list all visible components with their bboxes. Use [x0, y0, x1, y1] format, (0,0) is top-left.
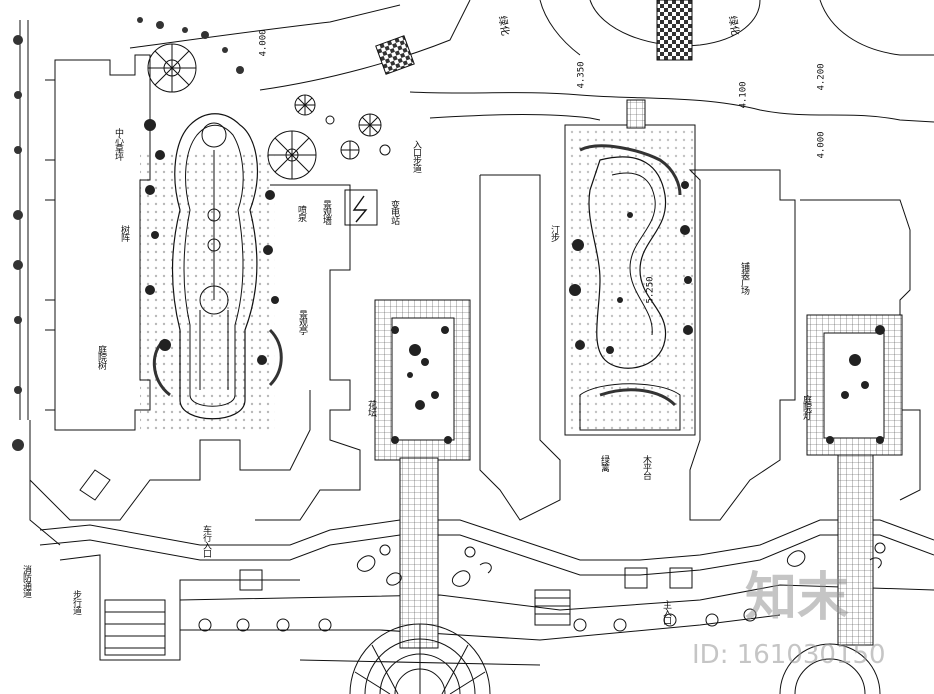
label-central-lawn: 中心草坪	[113, 128, 123, 160]
building-far-right	[800, 199, 921, 501]
top-road-edge	[129, 4, 401, 49]
walk-lower	[179, 584, 934, 611]
lawn-blob-1	[589, 0, 761, 47]
top-center-plants	[294, 94, 391, 160]
label-deck: 木平台	[641, 455, 651, 479]
label-plaza-paving: 铺装广场	[739, 262, 749, 294]
center-court-trees	[391, 326, 452, 444]
watermark-logo: 知末	[745, 568, 850, 628]
top-left-shrub-cluster	[137, 17, 244, 74]
promenade-edge-3	[59, 554, 300, 661]
promenade-edge-top	[39, 519, 934, 561]
right-center-court-shrubs	[569, 181, 693, 354]
building-middle	[255, 184, 361, 521]
label-greenbelt-a: 绿化	[495, 15, 511, 37]
watermark-id: ID: 161030150	[692, 640, 886, 670]
promenade-edge-2	[39, 534, 934, 576]
label-hedge: 绿篱	[599, 455, 609, 471]
site-boundary-left	[19, 20, 29, 420]
substation-box	[344, 189, 378, 226]
mid-road-curve-2	[429, 114, 601, 121]
boundary-trees	[12, 35, 24, 451]
building-left-lower	[29, 390, 311, 521]
label-greenbelt-b: 绿化	[725, 15, 741, 37]
walk-lower-2	[180, 614, 781, 641]
lower-lamps	[198, 542, 886, 632]
stair-blocks	[104, 567, 693, 656]
building-left-lower-2	[79, 469, 111, 501]
building-right	[688, 169, 796, 521]
label-flower-bed: 花坛	[366, 400, 376, 416]
label-fountain: 喷泉	[296, 205, 306, 221]
left-courtyard	[140, 113, 283, 430]
level-marker-4: 4.100	[738, 81, 749, 109]
label-pavilion: 景观亭	[297, 310, 307, 334]
lawn-blob-3	[539, 0, 581, 56]
level-marker-5: 4.000	[816, 131, 827, 159]
building-left	[54, 54, 151, 431]
label-entrance-walk: 入口步道	[411, 140, 421, 172]
label-scenic-wall: 景观墙	[321, 200, 331, 224]
label-vehicle-entry: 车行入口	[201, 525, 211, 557]
label-lamp: 庭院灯	[801, 395, 811, 419]
label-stone-path: 汀步	[549, 225, 559, 241]
right-center-courtyard	[564, 124, 696, 436]
level-marker-3: 4.200	[816, 63, 827, 91]
center-courtyard	[374, 299, 471, 649]
lower-plaza	[349, 623, 881, 694]
level-marker-6: 5.250	[645, 276, 656, 304]
label-road-b: 步行道	[71, 590, 81, 614]
right-court-trees	[826, 325, 885, 444]
top-road-edge-2	[259, 0, 471, 91]
left-court-shrubs	[144, 119, 279, 365]
lawn-blob-2	[819, 0, 934, 56]
ornament-flowers	[356, 550, 882, 587]
building-mid-right	[479, 174, 561, 521]
label-tree-array: 树阵	[119, 225, 129, 241]
level-marker-2: 4.350	[576, 61, 587, 89]
top-walkway	[375, 0, 693, 75]
building-left-inner	[45, 79, 56, 411]
label-road-a: 消防通道	[21, 565, 31, 597]
mid-road-curve	[409, 91, 934, 123]
right-center-court-entry	[626, 99, 646, 129]
level-marker-1: 4.000	[258, 29, 269, 57]
left-court-round-features	[147, 43, 317, 180]
label-gate: 主入口	[661, 600, 671, 624]
label-substation: 变电站	[389, 200, 399, 224]
right-courtyard	[806, 314, 903, 646]
boundary-diag	[29, 480, 61, 546]
label-courtyard-trees: 庭院树	[96, 345, 106, 369]
